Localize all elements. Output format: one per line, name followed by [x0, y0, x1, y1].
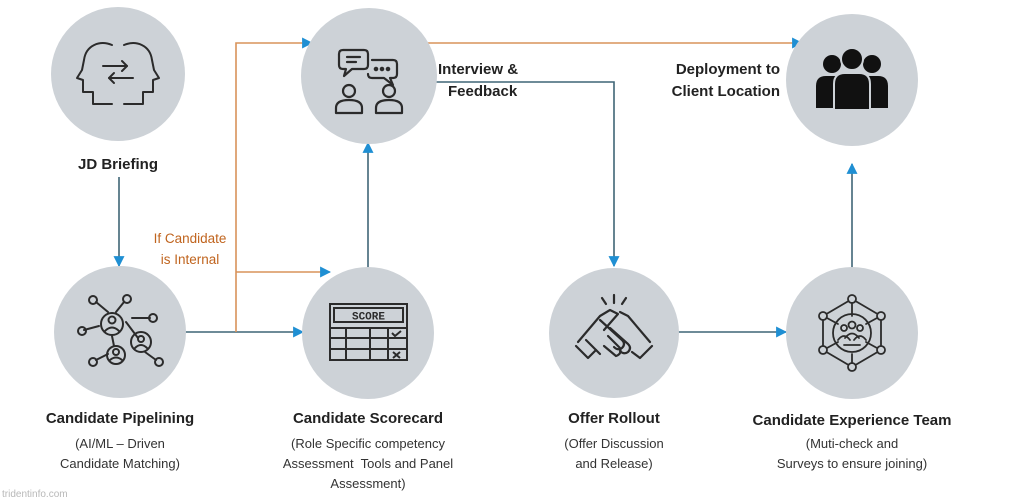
connector-interview-to-offer	[414, 81, 620, 268]
connector-branch-internal	[235, 37, 314, 332]
offer-subtitle-line1: (Offer Discussion	[564, 436, 664, 451]
deployment-title-line1: Deployment to	[675, 61, 780, 78]
interview-title-line2: Feedback	[448, 83, 518, 100]
branch-label-line1: If Candidate	[153, 231, 227, 246]
scorecard-icon	[329, 303, 408, 361]
experience-title: Candidate Experience Team	[752, 412, 952, 429]
pipelining-subtitle-line2: Candidate Matching)	[60, 456, 180, 471]
experience-subtitle-line1: (Muti-check and	[805, 436, 899, 451]
handshake-icon	[574, 293, 654, 360]
pipelining-subtitle-line1: (AI/ML – Driven	[75, 436, 165, 451]
scorecard-subtitle-line2: Assessment Tools and Panel	[282, 456, 454, 471]
pipelining-title: Candidate Pipelining	[45, 410, 195, 427]
circle-jd-briefing	[51, 7, 185, 141]
team-network-icon	[818, 294, 886, 372]
interview-title-line1: Interview &	[438, 61, 519, 78]
scorecard-subtitle-line1: (Role Specific competency	[291, 436, 445, 451]
offer-title: Offer Rollout	[568, 410, 660, 427]
circle-scorecard	[302, 267, 434, 399]
branch-label-line2: is Internal	[160, 252, 220, 267]
watermark: tridentinfo.com	[2, 489, 68, 500]
network-people-icon	[77, 294, 164, 367]
group-people-icon	[816, 47, 888, 111]
scorecard-subtitle-line3: Assessment)	[330, 476, 406, 491]
experience-subtitle-line2: Surveys to ensure joining)	[776, 456, 928, 471]
deployment-title-line2: Client Location	[671, 83, 780, 100]
jd-briefing-title: JD Briefing	[77, 156, 158, 173]
interview-chat-icon	[334, 48, 404, 115]
scorecard-title: Candidate Scorecard	[292, 410, 444, 427]
offer-subtitle-line2: and Release)	[575, 456, 653, 471]
scorecard-icon-text: SCORE	[352, 312, 385, 324]
connectors	[113, 37, 858, 338]
two-heads-exchange-icon	[76, 42, 160, 105]
